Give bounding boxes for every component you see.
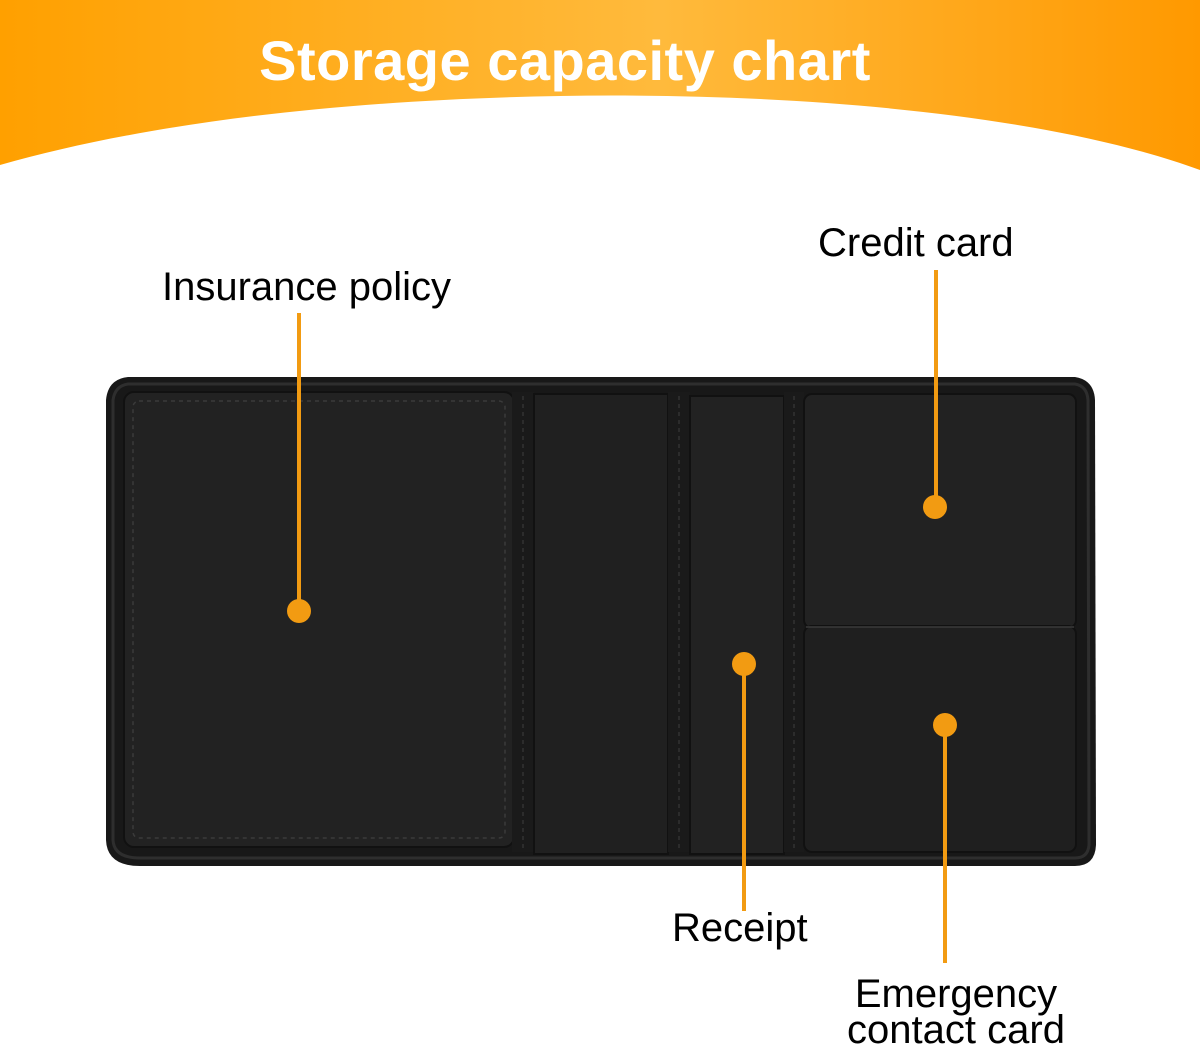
receipt-pocket-panel (689, 395, 785, 855)
emergency-contact-label: Emergency contact card (836, 972, 1076, 1052)
credit-card-leader-line (934, 270, 938, 506)
organizer-binding-edge (111, 382, 1091, 860)
page-title: Storage capacity chart (259, 29, 871, 92)
credit-card-label: Credit card (818, 221, 1014, 265)
insurance-pocket-stitch (132, 400, 506, 839)
receipt-leader-line (742, 664, 746, 911)
credit-card-marker (923, 495, 947, 519)
insurance-policy-label: Insurance policy (162, 265, 452, 309)
insurance-pocket-panel (123, 391, 515, 848)
banner-wave-shape (0, 0, 1200, 170)
header-banner (0, 0, 1200, 175)
insurance-policy-marker (287, 599, 311, 623)
emergency-card-pocket-panel (803, 625, 1077, 853)
emergency-contact-label-line1: Emergency (854, 972, 1058, 1016)
middle-panel (533, 393, 669, 855)
emergency-contact-label-line2: contact card (847, 1008, 1065, 1052)
emergency-contact-leader-line (943, 725, 947, 963)
insurance-policy-leader-line (297, 313, 301, 610)
receipt-label: Receipt (672, 906, 808, 950)
